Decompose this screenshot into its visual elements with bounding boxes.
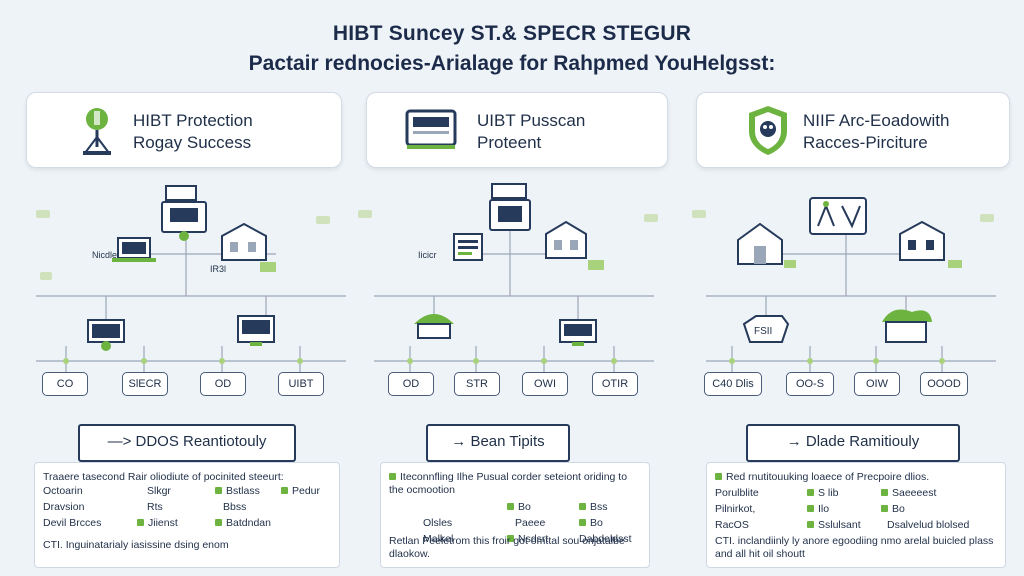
panel-footer: CTI. Inguinatarialy iasissine dsing enom bbox=[43, 539, 229, 551]
panel-heading: Traaere tasecond Rair oliodiute of pocin… bbox=[43, 471, 284, 483]
panel-row: Devil Brcces Jiienst Batdndan bbox=[43, 517, 271, 529]
workstation-icon bbox=[559, 319, 597, 346]
check-icon bbox=[881, 489, 888, 496]
node-pill: OWI bbox=[522, 372, 568, 396]
panel-row: Pilnirkot, Ilo Bo bbox=[715, 503, 905, 515]
card-line1: NIIF Arc-Eoadowith bbox=[803, 111, 950, 130]
info-panel-3: Red rnutitouuking loaece of Precpoire dl… bbox=[706, 462, 1006, 568]
panel-row: RacOS Sslulsant Dsalvelud blolsed bbox=[715, 519, 970, 531]
node-pill: C40 Dlis bbox=[704, 372, 762, 396]
node-pill: OTIR bbox=[592, 372, 638, 396]
check-icon bbox=[215, 487, 222, 494]
page-title: HIBT Suncey ST.& SPECR STEGUR bbox=[332, 22, 692, 45]
card-line2: Racces-Pirciture bbox=[803, 133, 928, 152]
tower-icon bbox=[83, 108, 111, 155]
node-pill: OD bbox=[388, 372, 434, 396]
panel-row: Olsles Paeee Bo bbox=[423, 517, 603, 529]
node-pill: UIBT bbox=[278, 372, 324, 396]
diagram-tag: IR3l bbox=[210, 264, 227, 274]
page-subtitle: Pactair rednocies-Arialage for Rahpmed Y… bbox=[248, 52, 776, 75]
workstation-icon-2 bbox=[237, 315, 275, 346]
callout-bean-tipits: → Bean Tipits bbox=[426, 424, 570, 462]
panel-row: Dravsion Rts Bbss bbox=[43, 501, 247, 513]
check-icon bbox=[137, 519, 144, 526]
shield-icon bbox=[749, 106, 787, 155]
card-hibt-protection: HIBT Protection Rogay Success bbox=[26, 92, 342, 168]
check-icon bbox=[281, 487, 288, 494]
network-diagram-1 bbox=[36, 185, 346, 374]
panel-footer: Retlan Peeletrom this froir got omttal s… bbox=[389, 535, 625, 560]
panel-grid: Bo Bss Olsles Paeee Bo Malkel Nsdsrt Dab… bbox=[389, 501, 689, 549]
check-icon bbox=[807, 489, 814, 496]
node-pill: OO-S bbox=[786, 372, 834, 396]
panel-heading: Iteconnfling Ilhe Pusual corder seteiont… bbox=[389, 471, 628, 496]
panel-heading: Red rnutitouuking loaece of Precpoire dl… bbox=[715, 471, 999, 484]
diagram-tag: Iicicr bbox=[418, 250, 437, 260]
check-icon bbox=[507, 503, 514, 510]
diagram-tag: Nicdle bbox=[92, 250, 118, 260]
check-icon bbox=[579, 503, 586, 510]
node-pill: SlECR bbox=[122, 372, 168, 396]
callout-ddos: —> DDOS Reantiotouly bbox=[78, 424, 296, 462]
document-icon bbox=[453, 233, 483, 261]
network-diagram-3 bbox=[692, 197, 996, 374]
panel-footer: CTI. inclandiinly ly anore egoodiing nmo… bbox=[715, 535, 994, 560]
panel-grid: Porulblite S lib Saeeeest Pilnirkot, Ilo… bbox=[715, 487, 1015, 535]
node-pill: OD bbox=[200, 372, 246, 396]
node-pill: OOOD bbox=[920, 372, 968, 396]
card-line2: Rogay Success bbox=[133, 133, 252, 152]
workstation-icon-1 bbox=[87, 319, 125, 351]
card-niif-arc: NIIF Arc-Eoadowith Racces-Pirciture bbox=[696, 92, 1010, 168]
node-pill: STR bbox=[454, 372, 500, 396]
house-icon bbox=[737, 222, 783, 265]
card-line2: Proteent bbox=[477, 133, 542, 152]
server-top-icon bbox=[161, 185, 207, 241]
monitor-icon bbox=[405, 109, 457, 149]
card-line1: HIBT Protection bbox=[133, 111, 253, 130]
cloud-workstation-icon bbox=[882, 309, 932, 343]
building-icon bbox=[899, 220, 945, 261]
network-diagram-2 bbox=[358, 183, 658, 374]
diagram-column-3: FSII C40 Dlis OO-S OIW OOOD bbox=[686, 176, 1008, 406]
panel-row: Bo Bss bbox=[389, 501, 689, 517]
info-panel-1: Traaere tasecond Rair oliodiute of pocin… bbox=[34, 462, 340, 568]
info-panel-2: Iteconnfling Ilhe Pusual corder seteiont… bbox=[380, 462, 650, 568]
panel-row: Porulblite S lib Saeeeest bbox=[715, 487, 937, 499]
panel-row: Malkel Nsdsrt Dabdeldsst bbox=[423, 533, 632, 545]
callout-dlade: → Dlade Ramitiouly bbox=[746, 424, 960, 462]
card-uibt-pusscan: UIBT Pusscan Proteent bbox=[366, 92, 668, 168]
card-line1: UIBT Pusscan bbox=[477, 111, 586, 130]
check-icon bbox=[715, 473, 722, 480]
check-icon bbox=[807, 521, 814, 528]
diagram-column-2: Iicicr OD STR OWI OTIR bbox=[354, 176, 670, 406]
diagram-tag: FSII bbox=[754, 326, 773, 337]
check-icon bbox=[579, 519, 586, 526]
check-icon bbox=[807, 505, 814, 512]
diagram-column-1: Nicdle IR3l CO SlECR OD UIBT bbox=[26, 176, 356, 406]
check-icon bbox=[389, 473, 396, 480]
panel-grid: Octoarin Slkgr Bstlass Pedur Dravsion Rt… bbox=[43, 485, 343, 533]
building-icon bbox=[221, 222, 267, 261]
check-icon bbox=[507, 535, 514, 542]
check-icon bbox=[881, 505, 888, 512]
laptop-icon bbox=[112, 237, 156, 262]
panel-row: Octoarin Slkgr Bstlass Pedur bbox=[43, 485, 321, 497]
node-pill: OIW bbox=[854, 372, 900, 396]
green-dome-icon bbox=[414, 314, 454, 339]
check-icon bbox=[215, 519, 222, 526]
server-top-icon bbox=[489, 183, 531, 231]
building-icon bbox=[545, 220, 587, 259]
node-pill: CO bbox=[42, 372, 88, 396]
gateway-icon bbox=[809, 197, 867, 235]
firewall-icon bbox=[742, 315, 790, 343]
